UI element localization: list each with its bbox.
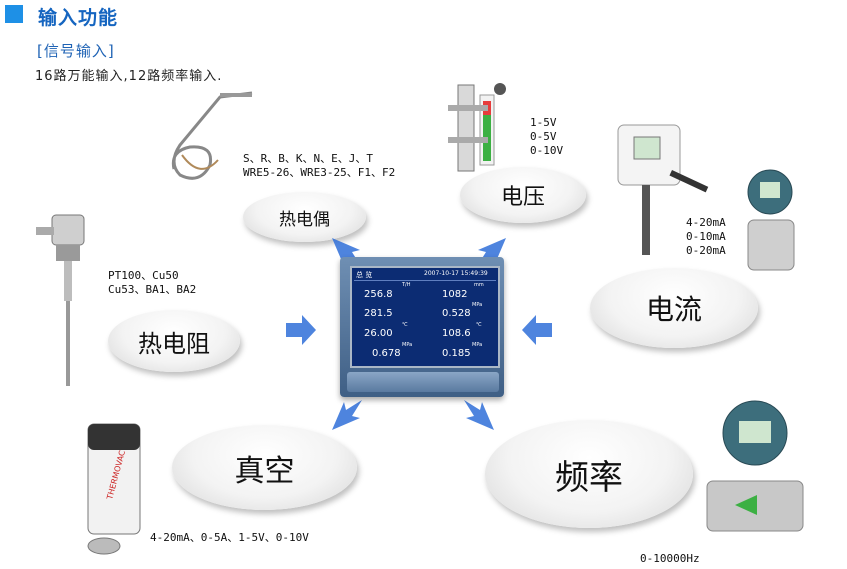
section-description: 16路万能输入,12路频率输入.	[35, 69, 223, 84]
current-label: 电流	[645, 293, 702, 326]
cell-unit: MPa	[472, 302, 483, 308]
cell-unit: MPa	[402, 342, 413, 348]
voltage-specs: 1-5V 0-5V 0-10V	[530, 116, 564, 157]
cell-value: 0.185	[442, 348, 471, 359]
cell-unit: T/H	[402, 282, 411, 288]
voltage-bubble: 电压	[460, 167, 586, 223]
page-title: 输入功能	[38, 7, 119, 29]
frequency-bubble: 频率	[485, 420, 693, 528]
rtd-specs: PT100、Cu50 Cu53、BA1、BA2	[108, 269, 197, 296]
cell-unit: ℃	[402, 322, 408, 328]
cell-value: 281.5	[364, 308, 393, 319]
current-bubble: 电流	[590, 268, 758, 348]
flow-meter-icon	[706, 400, 804, 532]
cell-value: 26.00	[364, 328, 393, 339]
arrow-icon	[286, 315, 316, 345]
thermocouple-specs: S、R、B、K、N、E、J、T WRE5-26、WRE3-25、F1、F2	[243, 152, 396, 179]
screen-menu-label: 总 览	[356, 271, 373, 279]
rtd-bubble: 热电阻	[108, 310, 240, 372]
vacuum-specs: 4-20mA、0-5A、1-5V、0-10V	[150, 531, 309, 544]
cell-value: 108.6	[442, 328, 471, 339]
cell-value: 0.528	[442, 308, 471, 319]
thermocouple-bubble: 热电偶	[243, 192, 366, 242]
vacuum-gauge-icon: THERMOVAC	[87, 423, 141, 555]
section-subtitle: [信号输入]	[37, 42, 115, 60]
recorder-screen: 总 览 2007-10-17 15:49:39 T/H 256.8 mm 108…	[350, 266, 500, 368]
cell-unit: ℃	[476, 322, 482, 328]
square-bullet-icon	[5, 5, 23, 23]
pressure-transmitter-icon	[747, 169, 795, 271]
frequency-specs: 0-10000Hz	[640, 552, 700, 565]
screen-timestamp: 2007-10-17 15:49:39	[424, 270, 488, 277]
rtd-sensor-icon	[36, 214, 85, 386]
frequency-label: 频率	[555, 457, 623, 498]
current-specs: 4-20mA 0-10mA 0-20mA	[686, 216, 726, 257]
cell-value: 0.678	[372, 348, 401, 359]
recorder-base	[347, 372, 499, 392]
level-gauge-icon	[448, 83, 506, 172]
thermocouple-probe-icon	[171, 91, 253, 180]
cell-value: 256.8	[364, 289, 393, 300]
vacuum-bubble: 真空	[172, 425, 357, 510]
current-transmitter-icon	[617, 124, 709, 255]
arrow-icon	[522, 315, 552, 345]
vacuum-label: 真空	[234, 453, 295, 489]
cell-unit: mm	[474, 282, 484, 288]
arrow-icon	[464, 400, 494, 430]
cell-unit: MPa	[472, 342, 483, 348]
arrow-icon	[332, 400, 362, 430]
voltage-label: 电压	[500, 185, 545, 210]
cell-value: 1082	[442, 289, 468, 300]
thermocouple-label: 热电偶	[279, 209, 330, 230]
rtd-label: 热电阻	[138, 329, 210, 358]
